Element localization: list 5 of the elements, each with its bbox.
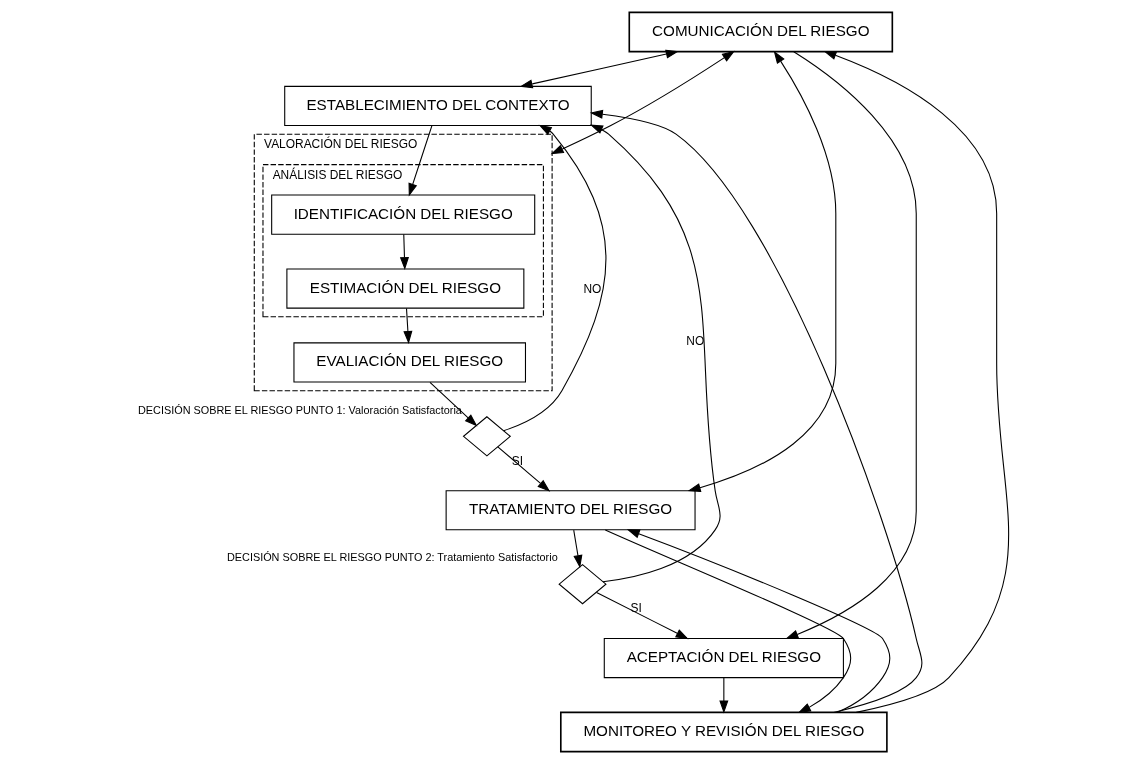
edge-label: NO: [686, 333, 705, 348]
node-label: DECISIÓN SOBRE EL RIESGO PUNTO 1: Valoración Satisfactoria: [137, 403, 462, 416]
edge-label: NO: [583, 281, 602, 296]
node-label: DECISIÓN SOBRE EL RIESGO PUNTO 2: Tratamiento Satisfactorio: [226, 551, 558, 564]
edge-label: SI: [630, 601, 642, 616]
